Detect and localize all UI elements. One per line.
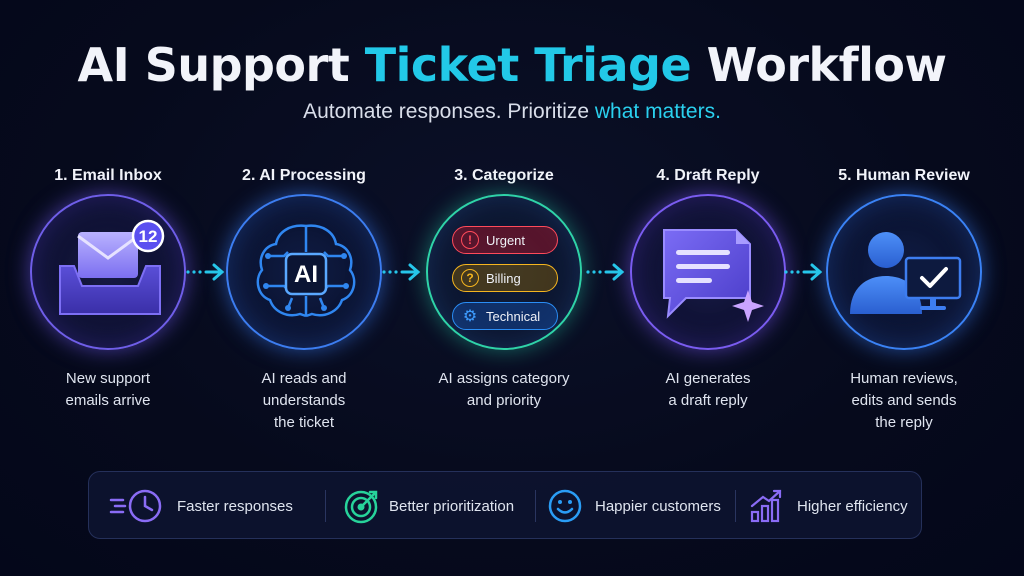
benefit-faster-responses-label: Faster responses <box>177 497 293 515</box>
step-3-desc: AI assigns category and priority <box>438 370 570 409</box>
step-3-circle: ! Urgent ? Billing ⚙ Technical <box>426 194 582 350</box>
gear-icon: ⚙ <box>462 308 478 325</box>
benefit-higher-efficiency-label: Higher efficiency <box>797 497 908 515</box>
inbox-icon: 12 <box>59 219 165 315</box>
step-4-desc: AI generates a draft reply <box>665 370 751 409</box>
flow-arrow-2 <box>382 263 421 281</box>
flow-arrow-4 <box>784 263 823 281</box>
divider <box>535 490 536 522</box>
tag-billing: ? Billing <box>452 264 558 292</box>
human-review-icon <box>850 232 962 314</box>
page-title: AI Support Ticket Triage Workflow <box>77 38 947 92</box>
step-5-label: 5. Human Review <box>838 167 970 184</box>
divider <box>735 490 736 522</box>
benefits-bar: Faster responses Better prioritization H… <box>88 471 922 539</box>
draft-reply-icon <box>663 229 764 322</box>
question-icon: ? <box>461 269 479 287</box>
flow-arrow-3 <box>586 263 625 281</box>
page-subtitle: Automate responses. Prioritize what matt… <box>303 100 721 123</box>
step-5-circle <box>826 194 982 350</box>
inbox-badge: 12 <box>139 227 158 246</box>
divider <box>325 490 326 522</box>
step-4-circle <box>630 194 786 350</box>
fast-clock-icon <box>109 489 162 523</box>
alert-icon: ! <box>461 231 479 249</box>
step-1-circle: 12 <box>30 194 186 350</box>
tag-technical: ⚙ Technical <box>452 302 558 330</box>
tag-urgent-label: Urgent <box>486 232 526 248</box>
flow-arrow-1 <box>186 263 225 281</box>
benefit-happier-customers-label: Happier customers <box>595 497 721 515</box>
step-3-label: 3. Categorize <box>454 167 554 184</box>
smiley-icon <box>548 489 582 523</box>
tag-billing-label: Billing <box>486 270 521 286</box>
subtitle-highlight: what matters. <box>594 100 721 123</box>
title-highlight: Ticket Triage <box>364 38 692 92</box>
benefit-better-prioritization-label: Better prioritization <box>389 497 515 515</box>
growth-chart-icon <box>750 489 782 523</box>
ai-chip-label: AI <box>294 261 318 288</box>
tag-technical-label: Technical <box>486 308 541 324</box>
step-5-desc: Human reviews, edits and sends the reply <box>850 370 958 431</box>
step-1-label: 1. Email Inbox <box>54 167 162 184</box>
benefit-faster-responses: Faster responses <box>109 472 293 540</box>
tag-urgent: ! Urgent <box>452 226 558 254</box>
benefit-better-prioritization: Better prioritization <box>343 472 514 540</box>
step-2-circle: AI <box>226 194 382 350</box>
ai-brain-icon: AI <box>256 224 356 318</box>
step-1-desc: New support emails arrive <box>65 370 151 409</box>
step-2-desc: AI reads and understands the ticket <box>261 370 347 431</box>
benefit-higher-efficiency: Higher efficiency <box>749 472 908 540</box>
step-4-label: 4. Draft Reply <box>656 167 760 184</box>
step-2-label: 2. AI Processing <box>242 167 366 184</box>
target-icon <box>344 490 378 524</box>
benefit-happier-customers: Happier customers <box>547 472 721 540</box>
